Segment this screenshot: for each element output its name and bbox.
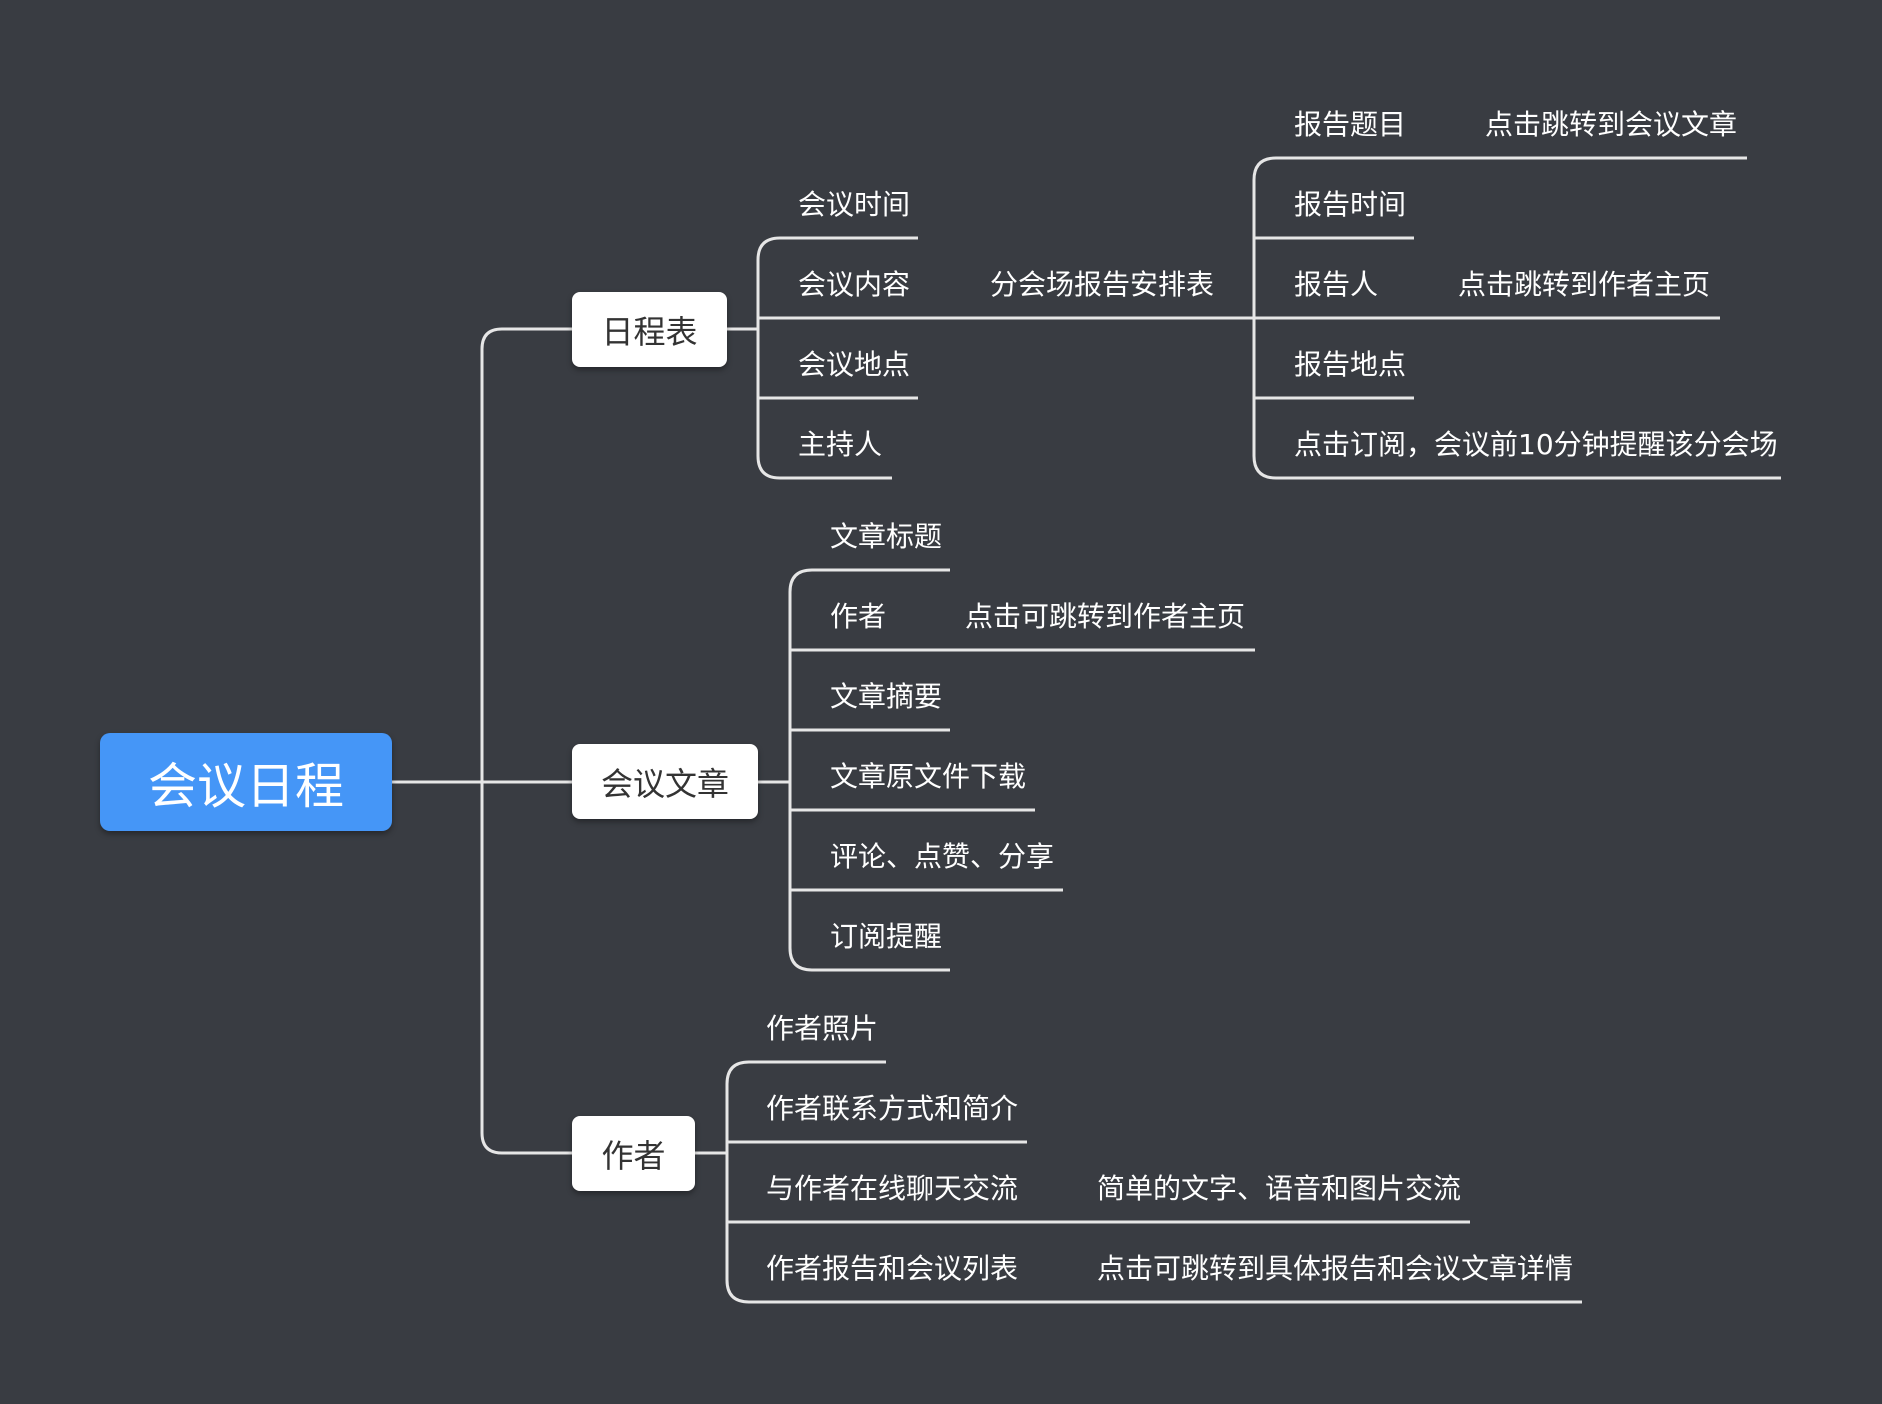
branch-schedule[interactable]: 日程表 (572, 292, 727, 367)
author-item-contact[interactable]: 作者联系方式和简介 (766, 1092, 1019, 1125)
root-topic[interactable]: 会议日程 (100, 733, 392, 831)
branch-authors[interactable]: 作者 (572, 1116, 695, 1191)
author-chat-note[interactable]: 简单的文字、语音和图片交流 (1097, 1172, 1462, 1205)
report-item-location[interactable]: 报告地点 (1294, 348, 1407, 381)
article-item-download[interactable]: 文章原文件下载 (830, 760, 1027, 793)
author-item-list[interactable]: 作者报告和会议列表 (766, 1252, 1019, 1285)
article-item-title[interactable]: 文章标题 (830, 520, 943, 553)
schedule-item-location[interactable]: 会议地点 (798, 348, 911, 381)
reporter-note[interactable]: 点击跳转到作者主页 (1458, 268, 1711, 301)
article-item-subscribe[interactable]: 订阅提醒 (830, 920, 943, 953)
report-item-title[interactable]: 报告题目 (1294, 108, 1407, 141)
article-item-comments[interactable]: 评论、点赞、分享 (830, 840, 1055, 873)
author-list-note[interactable]: 点击可跳转到具体报告和会议文章详情 (1097, 1252, 1574, 1285)
author-item-photo[interactable]: 作者照片 (766, 1012, 879, 1045)
article-item-author[interactable]: 作者 (830, 600, 887, 633)
branch-articles[interactable]: 会议文章 (572, 744, 758, 819)
report-item-reporter[interactable]: 报告人 (1294, 268, 1379, 301)
article-item-abstract[interactable]: 文章摘要 (830, 680, 943, 713)
report-item-time[interactable]: 报告时间 (1294, 188, 1407, 221)
author-item-chat[interactable]: 与作者在线聊天交流 (766, 1172, 1019, 1205)
article-author-note[interactable]: 点击可跳转到作者主页 (965, 600, 1246, 633)
schedule-item-content[interactable]: 会议内容 (798, 268, 911, 301)
schedule-item-time[interactable]: 会议时间 (798, 188, 911, 221)
schedule-item-host[interactable]: 主持人 (798, 428, 883, 461)
schedule-content-sub[interactable]: 分会场报告安排表 (990, 268, 1215, 301)
report-title-note[interactable]: 点击跳转到会议文章 (1485, 108, 1738, 141)
report-item-subscribe[interactable]: 点击订阅，会议前10分钟提醒该分会场 (1294, 428, 1778, 461)
